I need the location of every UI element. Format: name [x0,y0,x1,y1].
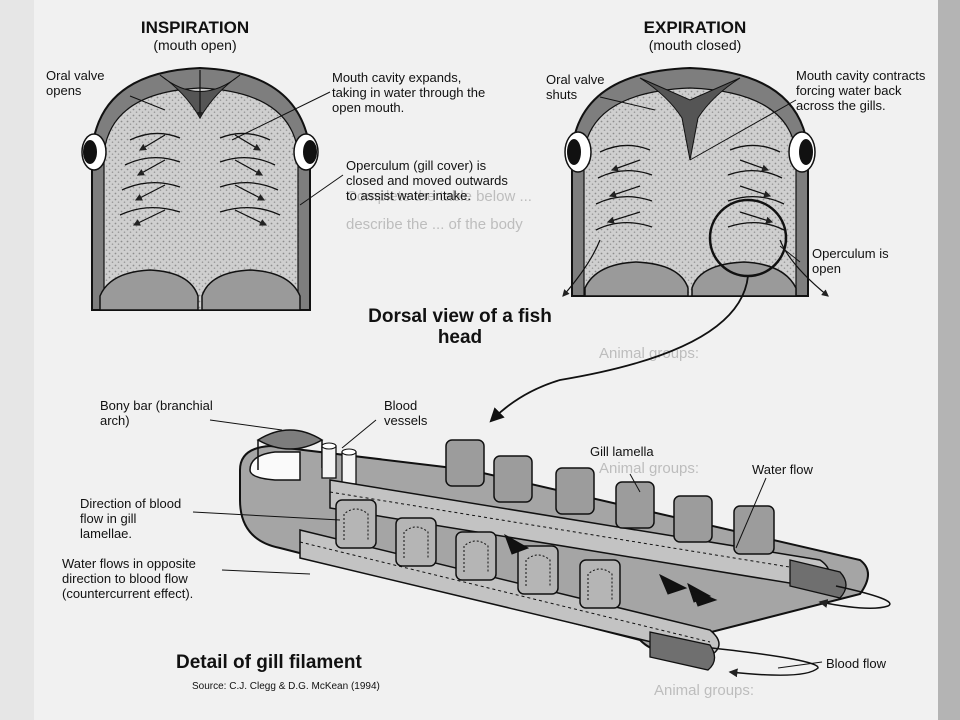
source-credit: Source: C.J. Clegg & D.G. McKean (1994) [192,681,380,692]
expiration-subtitle: (mouth closed) [648,37,742,53]
inspiration-mouth-cavity-label: Mouth cavity expands, taking in water th… [332,70,486,115]
inspiration-operculum-label: Operculum (gill cover) is closed and mov… [346,158,508,203]
expiration-oral-valve-label: Oral valve shuts [546,72,605,102]
dorsal-view-title: Dorsal view of a fish head [368,306,552,348]
bony-bar-label: Bony bar (branchial arch) [100,398,213,428]
blood-direction-label: Direction of blood flow in gill lamellae… [80,496,182,541]
expiration-mouth-cavity-label: Mouth cavity contracts forcing water bac… [796,68,926,113]
inspiration-subtitle: (mouth open) [153,37,237,53]
expiration-operculum-label: Operculum is open [812,246,889,276]
scan-margin-left [0,0,34,720]
countercurrent-label: Water flows in opposite direction to blo… [62,556,196,601]
detail-title: Detail of gill filament [176,652,362,673]
scan-margin-right [938,0,960,720]
water-flow-label: Water flow [752,462,813,477]
bleed-through-text: describe the ... of the body [346,216,523,233]
expiration-title: EXPIRATION [643,18,747,37]
gill-lamella-label: Gill lamella [590,444,654,459]
inspiration-oral-valve-label: Oral valve opens [46,68,105,98]
bleed-through-text: Animal groups: [654,682,755,699]
inspiration-head [81,66,344,311]
blood-flow-label: Blood flow [826,656,886,671]
bleed-through-text: Animal groups: [599,460,700,477]
expiration-head [489,66,829,423]
bleed-through-text: Complete the table below ... [346,188,532,205]
gill-filament [192,419,891,678]
blood-vessels-label: Blood vessels [384,398,428,428]
inspiration-title: INSPIRATION [140,18,250,37]
